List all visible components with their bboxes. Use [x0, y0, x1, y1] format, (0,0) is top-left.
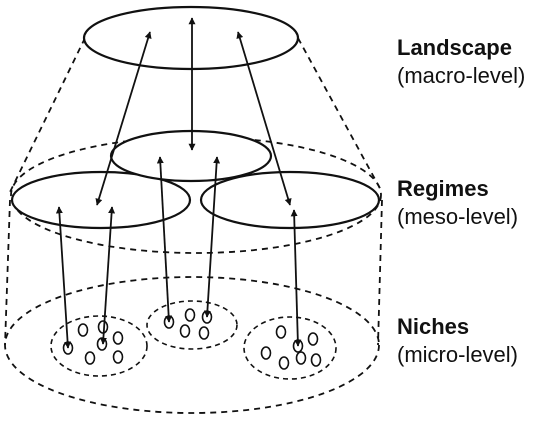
- niche-circle: [84, 351, 96, 365]
- cone-left-lower-edge: [4, 199, 11, 346]
- niche-circle: [198, 326, 210, 340]
- arrow-left-regime-to-niche-a: [55, 206, 72, 349]
- niche-circle: [179, 324, 191, 338]
- niches-subtitle: (micro-level): [397, 342, 518, 367]
- niche-ellipse-left: [50, 315, 148, 377]
- regimes-title: Regimes: [397, 176, 489, 201]
- micro-level-dashed-ellipse: [4, 276, 380, 414]
- landscape-title: Landscape: [397, 35, 512, 60]
- niche-circle: [295, 351, 307, 365]
- landscape-ellipse: [82, 5, 300, 71]
- regime-ellipse-center: [109, 129, 273, 183]
- niche-ellipses: [50, 300, 337, 380]
- regimes-label: Regimes (meso-level): [397, 175, 518, 231]
- niche-ellipse-center: [146, 300, 238, 350]
- arrow-landscape-to-right-regime: [236, 31, 292, 206]
- niche-circle: [184, 308, 196, 322]
- niche-circle: [275, 325, 287, 339]
- cone-right-lower-edge: [377, 199, 383, 346]
- niche-circle: [77, 323, 89, 337]
- interaction-arrows: [55, 17, 302, 349]
- niche-circle: [112, 350, 124, 364]
- cone-right-upper-edge: [297, 37, 383, 193]
- landscape-label: Landscape (macro-level): [397, 34, 525, 90]
- arrow-center-regime-to-niche-b: [203, 156, 221, 318]
- niches-title: Niches: [397, 314, 470, 339]
- niches-label: Niches (micro-level): [397, 313, 518, 369]
- niche-circle: [307, 332, 319, 346]
- arrow-center-regime-to-niche-a: [156, 156, 173, 323]
- niche-circle: [260, 346, 272, 360]
- niche-ellipse-right: [243, 316, 337, 380]
- meso-level-dashed-ellipse: [10, 136, 382, 254]
- niche-circle: [112, 331, 124, 345]
- niche-circle: [278, 356, 290, 370]
- arrow-left-regime-to-niche-b: [99, 206, 116, 345]
- regime-ellipse-right: [199, 170, 381, 230]
- arrow-landscape-to-left-regime: [95, 31, 152, 206]
- cone-left-upper-edge: [9, 37, 86, 193]
- regimes-subtitle: (meso-level): [397, 204, 519, 229]
- arrow-right-regime-to-niche: [290, 209, 302, 347]
- cone-outline: [4, 37, 383, 346]
- landscape-subtitle: (macro-level): [397, 63, 526, 88]
- niche-circle: [96, 337, 108, 351]
- niche-circle: [310, 353, 322, 367]
